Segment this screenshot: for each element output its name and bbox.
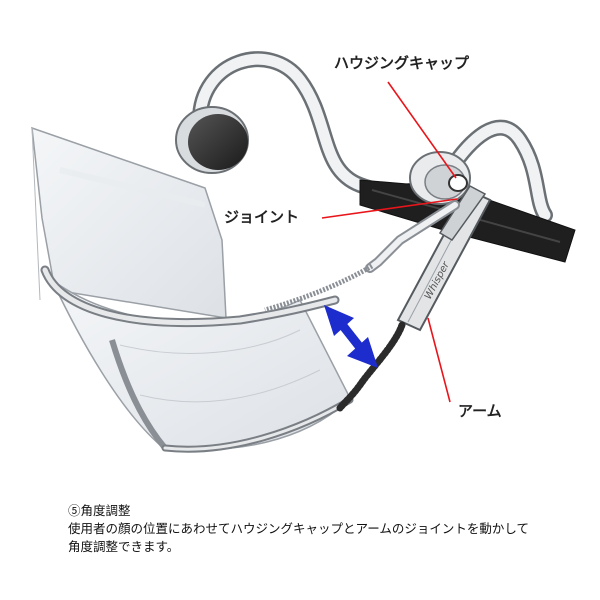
caption-line-1: 使用者の顔の位置にあわせてハウジングキャップとアームのジョイントを動かして <box>68 521 530 536</box>
housing-cap <box>409 151 471 205</box>
headband <box>192 51 576 263</box>
arm: Whisper <box>336 188 492 412</box>
label-joint: ジョイント <box>224 208 300 226</box>
caption-heading: ⑤角度調整 <box>68 503 131 518</box>
headset-shield-illustration: Whisper <box>31 51 576 453</box>
callout-lines <box>321 81 458 403</box>
callout-line-joint <box>321 198 458 219</box>
callout-line-housing-cap <box>387 81 457 179</box>
label-housing-cap: ハウジングキャップ <box>334 54 470 72</box>
label-arm: アーム <box>458 402 502 420</box>
double-arrow-icon <box>324 305 378 368</box>
callout-line-arm <box>427 317 451 403</box>
ear-pad <box>175 106 249 174</box>
caption-line-2: 角度調整できます。 <box>68 539 180 554</box>
face-shield <box>31 126 354 453</box>
joint <box>264 185 487 313</box>
